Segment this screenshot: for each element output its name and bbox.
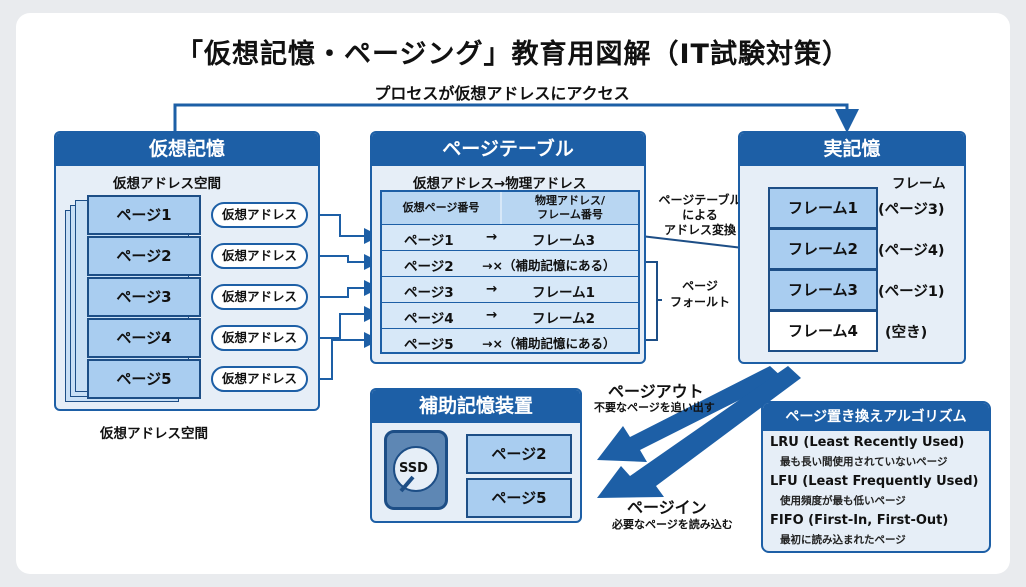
table-row: ページ5 →×（補助記憶にある） — [380, 328, 640, 354]
page-table-header: ページテーブル — [372, 133, 644, 166]
real-memory-subtitle: フレーム — [892, 176, 946, 192]
access-arrow — [173, 103, 859, 133]
col-virtual-page: 仮想ページ番号 — [382, 192, 500, 224]
page-out-title: ページアウト — [608, 382, 704, 401]
map-arrow-4 — [312, 306, 380, 339]
page-in-arrow — [597, 366, 801, 498]
address-pill-2: 仮想アドレス — [211, 243, 308, 269]
page-in-desc: 必要なページを読み込む — [612, 518, 733, 531]
algo-fifo-desc: 最初に読み込まれたページ — [780, 534, 906, 546]
access-label: プロセスが仮想アドレスにアクセス — [374, 84, 630, 103]
stored-page-5: ページ5 — [466, 478, 572, 518]
page-out-arrow — [597, 366, 783, 462]
algo-fifo-name: FIFO (First-In, First-Out) — [770, 513, 949, 528]
ssd-disc-icon — [393, 446, 439, 493]
table-row: ページ3 → フレーム1 — [380, 276, 640, 302]
frame-2-note: (ページ4) — [878, 243, 945, 259]
page-table-subtitle: 仮想アドレス→物理アドレス — [413, 176, 587, 192]
map-arrow-2 — [312, 254, 380, 270]
frame-3: フレーム3 — [768, 269, 878, 311]
address-pill-4: 仮想アドレス — [211, 325, 308, 351]
frame-2: フレーム2 — [768, 228, 878, 270]
translation-label: ページテーブル による アドレス変換 — [658, 193, 742, 237]
real-memory-header: 実記憶 — [740, 133, 964, 166]
virtual-memory-header: 仮想記憶 — [56, 133, 318, 166]
frame-3-note: (ページ1) — [878, 284, 945, 300]
map-arrow-5 — [312, 332, 380, 380]
algorithms-header: ページ置き換えアルゴリズム — [763, 403, 989, 431]
virtual-memory-subtitle: 仮想アドレス空間 — [113, 176, 221, 192]
table-row: ページ2 →×（補助記憶にある） — [380, 250, 640, 276]
page-out-desc: 不要なページを追い出す — [594, 401, 715, 414]
algo-lfu-desc: 使用頻度が最も低いページ — [780, 495, 906, 507]
virtual-page-1: ページ1 — [87, 195, 201, 235]
stored-page-2: ページ2 — [466, 434, 572, 474]
map-arrow-1 — [312, 214, 380, 244]
secondary-storage-header: 補助記憶装置 — [372, 390, 580, 423]
frame-4-note: (空き) — [885, 325, 928, 341]
virtual-memory-footer: 仮想アドレス空間 — [100, 426, 208, 442]
frame-1-note: (ページ3) — [878, 202, 945, 218]
frame-4: フレーム4 — [768, 310, 878, 352]
virtual-page-2: ページ2 — [87, 236, 201, 276]
table-row: ページ4 → フレーム2 — [380, 302, 640, 328]
map-arrow-3 — [312, 280, 380, 298]
algo-lru-name: LRU (Least Recently Used) — [770, 435, 965, 450]
address-pill-3: 仮想アドレス — [211, 284, 308, 310]
table-row: ページ1 → フレーム3 — [380, 224, 640, 250]
ssd-label: SSD — [399, 461, 428, 476]
virtual-page-3: ページ3 — [87, 277, 201, 317]
virtual-page-4: ページ4 — [87, 318, 201, 358]
algorithms-panel: ページ置き換えアルゴリズム — [761, 401, 991, 553]
algo-lfu-name: LFU (Least Frequently Used) — [770, 474, 979, 489]
ssd-icon: SSD — [384, 430, 448, 510]
address-pill-1: 仮想アドレス — [211, 202, 308, 228]
virtual-page-5: ページ5 — [87, 359, 201, 399]
page-in-title: ページイン — [627, 498, 707, 517]
frame-1: フレーム1 — [768, 187, 878, 229]
diagram-title: 「仮想記憶・ページング」教育用図解（IT試験対策） — [176, 39, 850, 70]
page-fault-label: ページ フォールト — [662, 278, 738, 310]
address-pill-5: 仮想アドレス — [211, 366, 308, 392]
algo-lru-desc: 最も長い間使用されていないページ — [780, 456, 948, 468]
col-physical: 物理アドレス/ フレーム番号 — [502, 192, 638, 224]
